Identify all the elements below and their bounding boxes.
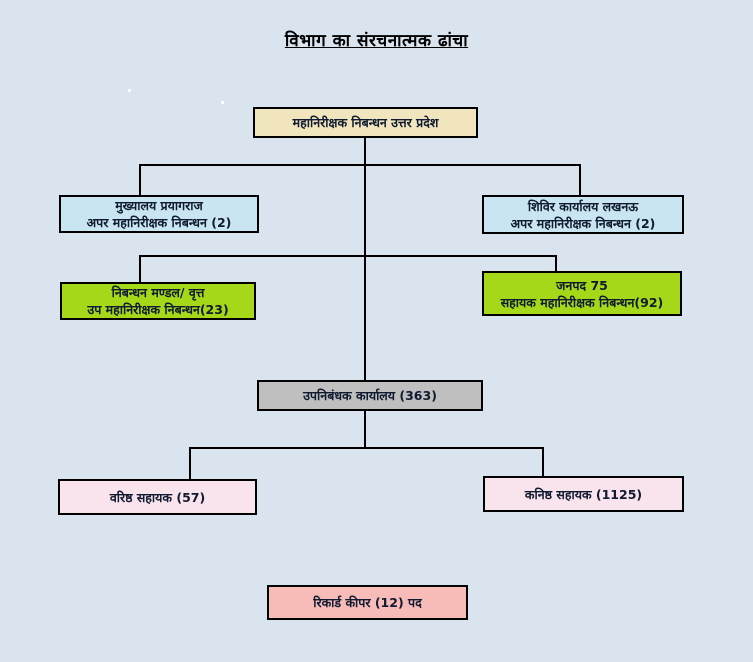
connector-center-vertical	[364, 137, 366, 380]
node-janpad: जनपद 75 सहायक महानिरीक्षक निबन्धन(92)	[482, 271, 682, 316]
node-label-line1: निबन्धन मण्डल/ वृत्त	[111, 285, 205, 300]
node-senior-assistant: वरिष्ठ सहायक (57)	[58, 479, 257, 515]
connector-drop-hq-prayagraj	[139, 164, 141, 195]
node-inspector-general: महानिरीक्षक निबन्धन उत्तर प्रदेश	[253, 107, 478, 138]
node-label-line2: अपर महानिरीक्षक निबन्धन (2)	[510, 215, 656, 231]
node-label: महानिरीक्षक निबन्धन उत्तर प्रदेश	[292, 115, 439, 130]
node-sub-registrar-office: उपनिबंधक कार्यालय (363)	[257, 380, 483, 411]
node-label-line2: सहायक महानिरीक्षक निबन्धन(92)	[500, 294, 664, 310]
node-label-line2: उप महानिरीक्षक निबन्धन(23)	[87, 302, 229, 317]
connector-drop-senior-assistant	[189, 447, 191, 479]
node-label: वरिष्ठ सहायक (57)	[109, 489, 206, 505]
node-label-line1: शिविर कार्यालय लखनऊ	[527, 198, 639, 214]
connector-drop-from-sub-registrar	[364, 411, 366, 448]
artifact-speck	[128, 89, 131, 92]
connector-drop-mandal-vrutt	[139, 255, 141, 282]
node-record-keeper: रिकार्ड कीपर (12) पद	[267, 585, 468, 620]
node-label: रिकार्ड कीपर (12) पद	[313, 595, 422, 610]
connector-level3-horizontal	[139, 255, 557, 257]
connector-level5-horizontal	[189, 447, 544, 449]
node-label: कनिष्ठ सहायक (1125)	[524, 486, 643, 502]
node-registration-mandal-vrutt: निबन्धन मण्डल/ वृत्त उप महानिरीक्षक निबन…	[60, 282, 256, 320]
node-label-line1: मुख्यालय प्रयागराज	[115, 198, 203, 213]
page-title: विभाग का संरचनात्मक ढांचा	[284, 31, 469, 51]
node-hq-prayagraj: मुख्यालय प्रयागराज अपर महानिरीक्षक निबन्…	[59, 195, 259, 233]
connector-drop-janpad	[555, 255, 557, 271]
node-camp-office-lucknow: शिविर कार्यालय लखनऊ अपर महानिरीक्षक निबन…	[482, 195, 684, 234]
node-label-line2: अपर महानिरीक्षक निबन्धन (2)	[86, 215, 232, 230]
node-label: उपनिबंधक कार्यालय (363)	[303, 388, 437, 403]
connector-drop-junior-assistant	[542, 447, 544, 476]
node-label-line1: जनपद 75	[556, 277, 608, 293]
artifact-speck	[221, 101, 224, 104]
connector-level2-horizontal	[139, 164, 581, 166]
node-junior-assistant: कनिष्ठ सहायक (1125)	[483, 476, 684, 512]
connector-drop-camp-lucknow	[579, 164, 581, 195]
